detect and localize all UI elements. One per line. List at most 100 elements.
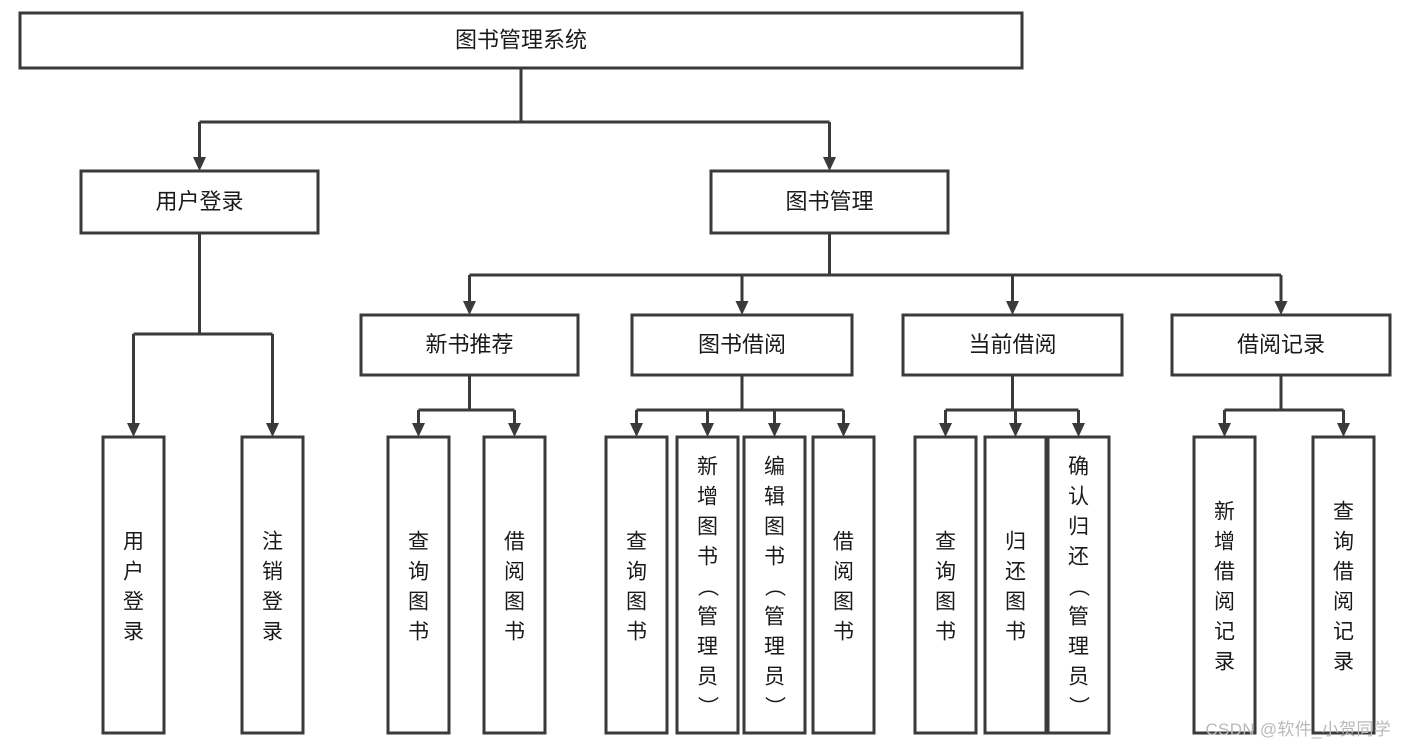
node-label-char: 询: [1333, 530, 1354, 553]
node-label-char: 图: [697, 515, 718, 538]
node-label-char: 员: [1068, 665, 1089, 688]
node-label-char: 阅: [833, 560, 854, 583]
node-box: [359, 313, 580, 377]
node-label-char: 理: [1068, 635, 1089, 658]
arrow-head-icon: [463, 301, 476, 315]
node-label-char: 注: [262, 530, 283, 553]
arrow-head-icon: [823, 157, 836, 171]
node-label-char: 确: [1068, 455, 1089, 478]
node-label-char: 户: [123, 560, 144, 583]
node-box: [742, 435, 807, 735]
node-label-char: 书: [626, 620, 647, 643]
node-label-char: 管: [764, 605, 785, 628]
node-label-char: 书: [408, 620, 429, 643]
node-label: 用户登录: [155, 189, 243, 214]
node-box: [1311, 435, 1376, 735]
node-label: 图书借阅: [698, 332, 786, 357]
arrow-head-icon: [701, 423, 714, 437]
node-label-char: 管: [1068, 605, 1089, 628]
node-box: [913, 435, 978, 735]
node-label-char: 阅: [1333, 590, 1354, 613]
arrow-head-icon: [266, 423, 279, 437]
node-label-char: 理: [764, 635, 785, 658]
node-box: [386, 435, 451, 735]
node-box: [18, 11, 1024, 70]
node-label: 借阅记录: [1237, 332, 1325, 357]
node-label-char: 图: [1005, 590, 1026, 613]
node-label-char: （: [696, 576, 719, 597]
node-box: [709, 169, 950, 235]
node-l3-current[interactable]: 当前借阅: [901, 313, 1124, 377]
node-label-char: 查: [626, 530, 647, 553]
node-label-char: 归: [1005, 530, 1026, 553]
node-label-char: 图: [935, 590, 956, 613]
node-box: [482, 435, 547, 735]
node-label-char: 图: [408, 590, 429, 613]
node-l3-newbook[interactable]: 新书推荐: [359, 313, 580, 377]
node-label-char: 员: [764, 665, 785, 688]
node-label-char: 管: [697, 605, 718, 628]
node-label-char: ）: [763, 696, 786, 717]
node-l2-user[interactable]: 用户登录: [79, 169, 320, 235]
node-label-char: 编: [764, 455, 785, 478]
node-label-char: 查: [935, 530, 956, 553]
node-root[interactable]: 图书管理系统: [18, 11, 1024, 70]
node-layer: 图书管理系统用户登录图书管理新书推荐图书借阅当前借阅借阅记录用户登录注销登录查询…: [18, 11, 1392, 735]
node-l3-borrow[interactable]: 图书借阅: [630, 313, 854, 377]
arrow-head-icon: [508, 423, 521, 437]
node-label-char: 销: [262, 560, 283, 583]
edge-layer: [127, 68, 1350, 437]
node-label-char: 记: [1333, 620, 1354, 643]
node-label-char: 新: [697, 455, 718, 478]
node-label-char: 增: [697, 485, 718, 508]
node-label-char: （: [763, 576, 786, 597]
node-label-char: 书: [833, 620, 854, 643]
edge-group-l3_record: [1218, 375, 1350, 437]
node-label-char: 查: [408, 530, 429, 553]
arrow-head-icon: [735, 301, 749, 315]
node-label-char: 询: [935, 560, 956, 583]
node-l2-book[interactable]: 图书管理: [709, 169, 950, 235]
node-label-char: 图: [764, 515, 785, 538]
node-label-char: 登: [262, 590, 283, 613]
arrow-head-icon: [127, 423, 140, 437]
arrow-head-icon: [837, 423, 850, 437]
node-label-char: 借: [504, 530, 525, 553]
arrow-head-icon: [1218, 423, 1231, 437]
node-box: [604, 435, 669, 735]
node-label-char: 询: [626, 560, 647, 583]
node-label: 当前借阅: [968, 332, 1056, 357]
node-label: 新书推荐: [425, 332, 513, 357]
node-label: 图书管理: [785, 189, 873, 214]
node-label-char: 借: [1214, 560, 1235, 583]
node-label-char: 录: [1214, 650, 1235, 673]
node-label-char: 增: [1214, 530, 1235, 553]
node-leaf-user-login[interactable]: 用户登录: [101, 435, 166, 735]
arrow-head-icon: [1009, 423, 1022, 437]
edge-group-l2_user: [127, 233, 279, 437]
node-box: [811, 435, 876, 735]
node-label-char: 借: [833, 530, 854, 553]
node-l3-record[interactable]: 借阅记录: [1170, 313, 1392, 377]
arrow-head-icon: [1006, 301, 1019, 315]
node-label: 图书管理系统: [455, 27, 587, 52]
node-label-char: 书: [504, 620, 525, 643]
node-label-char: （: [1067, 576, 1090, 597]
node-label-char: 查: [1333, 500, 1354, 523]
node-label-char: 认: [1068, 485, 1089, 508]
node-label-char: 图: [833, 590, 854, 613]
arrow-head-icon: [939, 423, 952, 437]
